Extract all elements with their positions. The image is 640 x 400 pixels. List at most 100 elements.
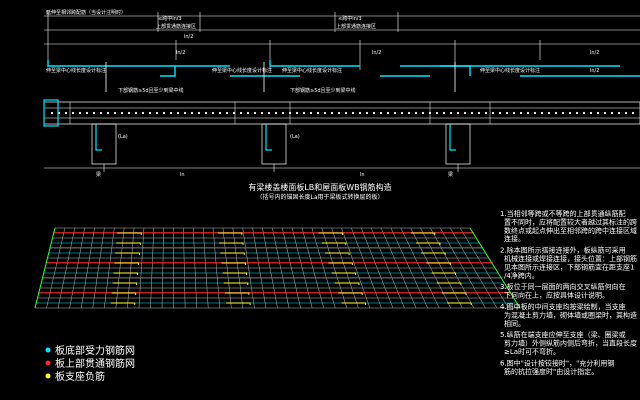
left-mid-note: 伸至梁中心线长度设计标注	[46, 67, 106, 74]
grid-line-trans	[282, 227, 301, 309]
grid-line-trans	[272, 227, 290, 309]
slab-dot	[85, 111, 89, 115]
grid-line-trans	[400, 227, 440, 309]
slab-dot	[64, 111, 68, 115]
note-item: 3.板位于同一层面的两向交叉纵筋何向在下何向在上，应按具体设计说明。	[500, 282, 626, 299]
grid-line-trans	[69, 227, 85, 309]
slab-dot	[127, 111, 131, 115]
dim-ln1: ln	[180, 172, 185, 178]
left-beam	[43, 99, 59, 127]
slab-dot	[246, 111, 250, 115]
slab-dot	[596, 111, 600, 115]
slab-dot	[428, 111, 432, 115]
grid-line-trans	[232, 227, 244, 309]
support-bar	[321, 242, 347, 245]
grid-line-trans	[440, 227, 486, 309]
slab-dot	[386, 111, 390, 115]
support-bar	[111, 292, 137, 295]
slab-dot	[393, 111, 397, 115]
support-bar	[416, 242, 441, 245]
slab-dot	[260, 111, 264, 115]
grid-line-trans	[341, 227, 371, 309]
legend: 板底部受力钢筋网 板上部贯通钢筋网 板支座负筋	[45, 344, 135, 383]
dim-ln2: ln	[360, 172, 365, 178]
slab-dot	[120, 111, 124, 115]
bottom-ticks	[103, 164, 459, 172]
grid-line-trans	[150, 227, 155, 309]
support-bar	[115, 252, 140, 255]
support-bar	[114, 262, 139, 265]
slab-dot	[183, 111, 187, 115]
mid-note-2: 伸至梁中心线长度设计标注	[282, 67, 342, 74]
slab-dot	[169, 111, 173, 115]
slab-dot	[330, 111, 334, 115]
slab-dot	[78, 111, 82, 115]
slab-dot	[295, 111, 299, 115]
slab-dot	[113, 111, 117, 115]
slab-dot	[603, 111, 607, 115]
grid-line-trans	[202, 227, 209, 309]
slab-dot	[533, 111, 537, 115]
slab-dot	[631, 111, 635, 115]
slab-dot	[498, 111, 502, 115]
through-zone-right: 上部贯通筋连接区	[336, 23, 376, 30]
support-bar	[221, 262, 246, 265]
slab-dot	[526, 111, 530, 115]
slab-dot	[218, 111, 222, 115]
right-top-note: ln/2	[590, 50, 599, 56]
slab-dot	[442, 111, 446, 115]
slab-dot	[505, 111, 509, 115]
slab-dot	[239, 111, 243, 115]
slab-dot	[253, 111, 257, 115]
notes-block: 1.当相邻等跨或不等跨的上部贯通纵筋配置不同时，应将配置较大者越过其标注的跨数终…	[500, 209, 637, 376]
grid-line-trans	[115, 227, 125, 309]
support-bar	[341, 302, 366, 305]
support-bar	[224, 292, 250, 295]
note-item: 1.当相邻等跨或不等跨的上部贯通纵筋配置不同时，应将配置较大者越过其标注的跨数终…	[500, 209, 637, 243]
slab-dot	[232, 111, 236, 115]
grid-line-trans	[450, 227, 498, 309]
grid-line-trans	[92, 227, 105, 309]
slab-dot	[568, 111, 572, 115]
span-mid-left: ≤跨中ln/3	[158, 15, 182, 22]
through-zone-left: 上部贯通筋连接区	[156, 23, 196, 30]
support-bar	[331, 272, 357, 275]
grid-line-trans	[46, 227, 66, 309]
slab-dot	[372, 111, 376, 115]
slab-dot	[379, 111, 383, 115]
support-bar	[222, 272, 248, 275]
support-bar	[223, 282, 249, 285]
grid-line-trans	[104, 227, 115, 309]
grid-line-trans	[301, 227, 324, 309]
slab-dot	[470, 111, 474, 115]
grid-line-trans	[351, 227, 382, 309]
section-detail: 延伸至相邻跨配筋（当设计注明时） ≤跨中ln/3 ≤跨中ln/3 上部贯通筋连接…	[43, 9, 640, 201]
slab-dot	[190, 111, 194, 115]
grid-line-trans	[390, 227, 428, 309]
support-bar	[338, 292, 363, 295]
legend-dot-support	[45, 373, 51, 379]
slab-dot	[414, 111, 418, 115]
bottom-bars	[95, 124, 456, 151]
support-bar	[325, 252, 350, 255]
note-item: 5.纵筋在端支座应伸至支座（梁、圈梁或剪力墙）外侧纵筋内侧后弯折，当直段长度≥L…	[500, 330, 637, 356]
legend-label-top: 板上部贯通钢筋网	[55, 357, 135, 370]
slab-outline	[43, 101, 640, 125]
slab-dot	[491, 111, 495, 115]
slab-dot	[148, 111, 152, 115]
slab-dot	[456, 111, 460, 115]
grid-line-trans	[459, 227, 509, 309]
slab-dot	[274, 111, 278, 115]
edge-beam	[469, 227, 521, 309]
slab-dot	[624, 111, 628, 115]
slab-dividers	[44, 102, 640, 124]
slab-dot	[281, 111, 285, 115]
grid-line-trans	[262, 227, 278, 309]
grid-line-trans	[222, 227, 232, 309]
grid-line-trans	[161, 227, 164, 309]
slab-dot	[197, 111, 201, 115]
slab-dot	[316, 111, 320, 115]
legend-dot-top	[45, 360, 51, 366]
support-bar	[328, 262, 353, 265]
